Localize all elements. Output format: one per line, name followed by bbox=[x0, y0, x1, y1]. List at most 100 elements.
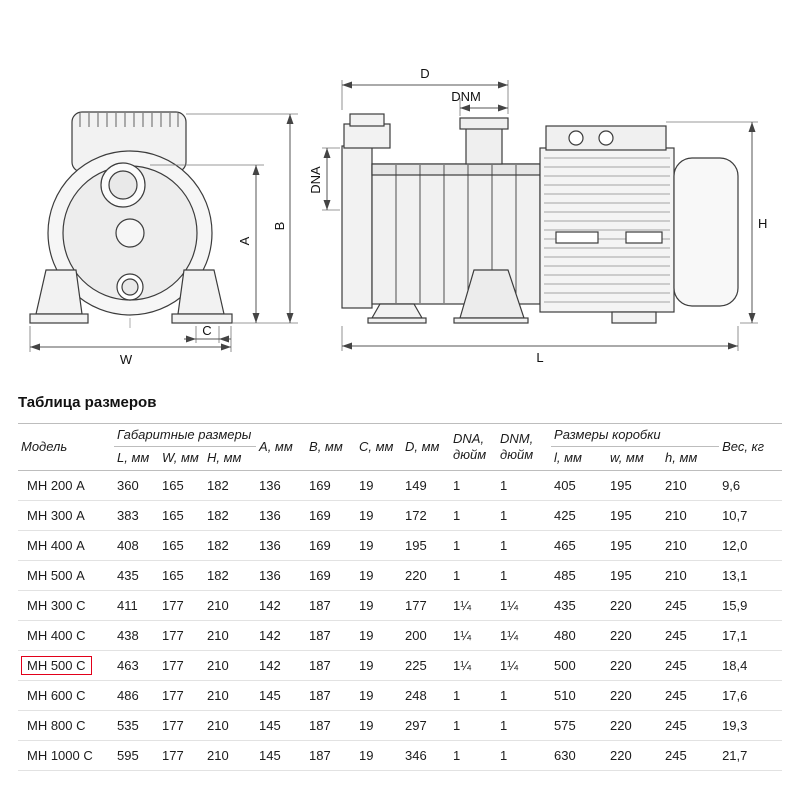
dim-label-DNA: DNA bbox=[308, 166, 323, 194]
side-dimension-lines bbox=[323, 81, 756, 350]
value-cell: 1¼ bbox=[450, 650, 498, 681]
housing-ribs bbox=[79, 113, 179, 127]
model-label: МН 1000 С bbox=[27, 747, 93, 763]
value-cell: 405 bbox=[551, 470, 608, 501]
value-cell: 187 bbox=[306, 650, 357, 681]
value-cell: 142 bbox=[256, 590, 307, 621]
value-cell: 187 bbox=[306, 590, 357, 621]
value-cell: 177 bbox=[159, 620, 204, 651]
value-cell: 1 bbox=[497, 740, 552, 771]
value-cell: 435 bbox=[551, 590, 608, 621]
value-cell: 465 bbox=[551, 530, 608, 561]
col-header-H: H, мм bbox=[204, 446, 257, 471]
model-cell: МН 300 С bbox=[18, 590, 114, 621]
value-cell: 210 bbox=[204, 710, 257, 741]
pump-foot bbox=[370, 303, 424, 319]
model-label: МН 400 А bbox=[27, 537, 85, 553]
value-cell: 182 bbox=[204, 500, 257, 531]
value-cell: 575 bbox=[551, 710, 608, 741]
value-cell: 195 bbox=[402, 530, 451, 561]
dim-label-D: D bbox=[420, 66, 429, 81]
value-cell: 177 bbox=[159, 710, 204, 741]
model-cell: МН 400 А bbox=[18, 530, 114, 561]
dim-label-A: A bbox=[237, 236, 252, 245]
value-cell: 19 bbox=[356, 560, 403, 591]
col-header-b: B, мм bbox=[306, 423, 357, 471]
value-cell: 220 bbox=[607, 650, 663, 681]
value-cell: 438 bbox=[114, 620, 159, 651]
dim-label-H: H bbox=[758, 216, 767, 231]
value-cell: 411 bbox=[114, 590, 159, 621]
value-cell: 145 bbox=[256, 710, 307, 741]
inlet-port bbox=[343, 123, 391, 149]
value-cell: 9,6 bbox=[719, 470, 783, 501]
value-cell: 19 bbox=[356, 620, 403, 651]
col-header-dna-line1: DNA, bbox=[453, 430, 485, 446]
right-foot-pad bbox=[171, 313, 233, 324]
value-cell: 165 bbox=[159, 530, 204, 561]
value-cell: 21,7 bbox=[719, 740, 783, 771]
front-dimension-lines bbox=[30, 114, 294, 351]
model-label: МН 600 С bbox=[27, 687, 86, 703]
value-cell: 169 bbox=[306, 530, 357, 561]
col-header-dna-line2: дюйм bbox=[453, 446, 487, 462]
value-cell: 1¼ bbox=[497, 620, 552, 651]
value-cell: 1 bbox=[497, 470, 552, 501]
value-cell: 177 bbox=[159, 740, 204, 771]
col-group-box-dimensions: Размеры коробки bbox=[551, 423, 720, 448]
value-cell: 1 bbox=[497, 500, 552, 531]
value-cell: 165 bbox=[159, 470, 204, 501]
value-cell: 136 bbox=[256, 470, 307, 501]
value-cell: 169 bbox=[306, 560, 357, 591]
dim-label-W: W bbox=[120, 352, 133, 367]
model-cell: МН 200 А bbox=[18, 470, 114, 501]
value-cell: 383 bbox=[114, 500, 159, 531]
value-cell: 1 bbox=[450, 680, 498, 711]
header-row-groups: Модель Габаритные размеры A, мм B, мм C,… bbox=[18, 423, 783, 471]
value-cell: 136 bbox=[256, 560, 307, 591]
value-cell: 19 bbox=[356, 500, 403, 531]
value-cell: 1 bbox=[497, 560, 552, 591]
suction-port-bore bbox=[108, 170, 138, 200]
value-cell: 1¼ bbox=[497, 650, 552, 681]
dim-label-L: L bbox=[536, 350, 543, 365]
value-cell: 187 bbox=[306, 710, 357, 741]
value-cell: 172 bbox=[402, 500, 451, 531]
side-view bbox=[341, 113, 739, 324]
value-cell: 1 bbox=[450, 740, 498, 771]
cable-gland-2 bbox=[598, 130, 614, 146]
value-cell: 142 bbox=[256, 620, 307, 651]
value-cell: 169 bbox=[306, 470, 357, 501]
value-cell: 182 bbox=[204, 560, 257, 591]
cable-gland-1 bbox=[568, 130, 584, 146]
col-header-d: D, мм bbox=[402, 423, 451, 471]
value-cell: 435 bbox=[114, 560, 159, 591]
pump-drawing: A B C W bbox=[29, 66, 767, 367]
nameplate-2 bbox=[625, 231, 663, 244]
value-cell: 187 bbox=[306, 740, 357, 771]
value-cell: 145 bbox=[256, 680, 307, 711]
value-cell: 1 bbox=[497, 710, 552, 741]
value-cell: 210 bbox=[204, 590, 257, 621]
model-cell: МН 600 С bbox=[18, 680, 114, 711]
value-cell: 177 bbox=[159, 590, 204, 621]
value-cell: 195 bbox=[607, 530, 663, 561]
dim-label-B: B bbox=[272, 222, 287, 231]
value-cell: 210 bbox=[204, 680, 257, 711]
value-cell: 463 bbox=[114, 650, 159, 681]
value-cell: 1 bbox=[450, 530, 498, 561]
value-cell: 169 bbox=[306, 500, 357, 531]
value-cell: 346 bbox=[402, 740, 451, 771]
multistage-body bbox=[371, 163, 541, 305]
right-foot bbox=[177, 269, 225, 315]
col-header-L: L, мм bbox=[114, 446, 159, 471]
value-cell: 18,4 bbox=[719, 650, 783, 681]
value-cell: 210 bbox=[662, 470, 720, 501]
tie-rod-rail bbox=[371, 163, 541, 176]
value-cell: 245 bbox=[662, 590, 720, 621]
model-label: МН 300 С bbox=[27, 597, 86, 613]
